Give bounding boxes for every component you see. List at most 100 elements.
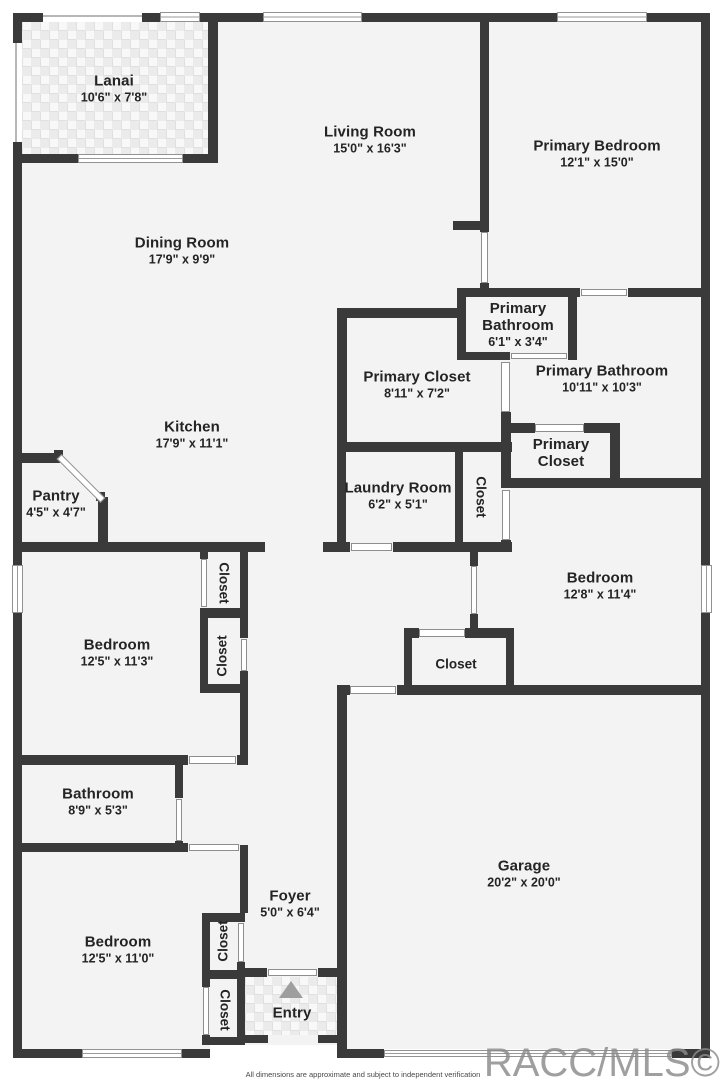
- wall: [480, 13, 489, 232]
- room-label-dining-room: Dining Room 17'9" x 9'9": [134, 234, 230, 267]
- door: [268, 969, 317, 976]
- door: [471, 566, 477, 614]
- wall: [455, 452, 463, 542]
- door: [501, 362, 510, 412]
- wall: [182, 1049, 210, 1058]
- room-label-foyer: Foyer 5'0" x 6'4": [260, 887, 320, 920]
- closet-label-bedroom-left-bottom: Closet: [214, 635, 230, 677]
- wall: [200, 552, 208, 559]
- wall: [318, 968, 347, 977]
- wall: [13, 13, 22, 43]
- wall: [13, 1049, 82, 1058]
- wall: [13, 613, 22, 1049]
- room-label-kitchen: Kitchen 17'9" x 11'1": [155, 418, 229, 451]
- watermark: RACC/MLS©: [483, 1041, 720, 1085]
- wall: [337, 685, 347, 1058]
- wall: [347, 1049, 384, 1058]
- door: [238, 923, 244, 962]
- wall: [237, 979, 245, 1045]
- wall: [245, 1035, 268, 1043]
- door: [201, 559, 207, 607]
- room-label-primary-bathroom: Primary Bathroom 10'11" x 10'3": [535, 362, 669, 395]
- wall: [337, 308, 466, 318]
- wall: [208, 13, 218, 163]
- closet-label-bedroom-lower: Closet: [217, 989, 233, 1031]
- wall: [470, 614, 478, 638]
- door: [176, 799, 182, 841]
- wall: [457, 288, 580, 297]
- closet-label-foyer: Closet: [215, 920, 231, 962]
- wall: [13, 13, 43, 22]
- wall: [404, 638, 412, 691]
- wall: [404, 628, 419, 638]
- wall: [457, 352, 510, 360]
- wall: [337, 443, 346, 552]
- wall: [200, 608, 247, 618]
- room-label-living-room: Living Room 15'0" x 16'3": [324, 123, 416, 156]
- wall: [240, 671, 248, 761]
- room-label-laundry-room: Laundry Room 6'2" x 5'1": [344, 479, 452, 512]
- wall: [318, 1035, 347, 1043]
- wall: [457, 297, 466, 360]
- door: [189, 844, 239, 851]
- room-label-bedroom-left: Bedroom 12'5" x 11'3": [80, 636, 154, 669]
- door: [241, 639, 247, 671]
- door: [350, 686, 396, 694]
- wall: [202, 1037, 245, 1045]
- wall: [465, 628, 514, 638]
- window: [78, 154, 183, 163]
- door: [581, 289, 627, 296]
- window: [82, 1049, 182, 1058]
- closet-label-bedroom-left-top: Closet: [216, 562, 232, 604]
- door: [535, 424, 584, 432]
- door: [502, 490, 510, 540]
- entry-arrow-icon: [279, 981, 303, 998]
- wall: [202, 970, 245, 979]
- room-label-primary-bedroom: Primary Bedroom 12'1" x 15'0": [533, 137, 661, 170]
- room-label-primary-closet-small: Primary Closet: [532, 436, 590, 470]
- wall: [568, 297, 577, 360]
- wall: [175, 765, 183, 798]
- room-label-bedroom-lower: Bedroom 12'5" x 11'0": [81, 933, 155, 966]
- wall: [628, 288, 710, 297]
- room-label-bedroom-right: Bedroom 12'8" x 11'4": [563, 569, 637, 602]
- door: [351, 543, 392, 551]
- wall: [362, 13, 557, 22]
- window: [12, 565, 23, 613]
- wall: [501, 412, 511, 488]
- entry-recess: [210, 1045, 337, 1058]
- wall: [237, 962, 245, 970]
- wall: [323, 542, 350, 552]
- lanai-screen-wall: [43, 15, 142, 17]
- lanai-tile-floor: [22, 22, 208, 154]
- wall: [393, 542, 512, 552]
- house-floor: [22, 22, 701, 1049]
- wall: [470, 550, 478, 566]
- window: [557, 12, 647, 22]
- wall: [200, 13, 263, 22]
- wall: [610, 423, 620, 488]
- wall: [142, 13, 160, 22]
- room-label-primary-closet: Primary Closet 8'11" x 7'2": [363, 368, 471, 401]
- wall: [13, 154, 78, 163]
- room-label-entry: Entry: [272, 1004, 312, 1022]
- wall: [240, 845, 248, 913]
- wall: [13, 142, 22, 565]
- wall: [98, 497, 108, 542]
- door: [481, 232, 488, 283]
- room-label-garage: Garage 20'2" x 20'0": [487, 857, 561, 890]
- window: [263, 12, 362, 22]
- lanai-screen-wall: [15, 43, 17, 142]
- door: [511, 353, 567, 359]
- wall: [54, 450, 63, 459]
- room-label-bathroom: Bathroom 8'9" x 5'3": [62, 785, 134, 818]
- window: [384, 1050, 672, 1057]
- wall: [202, 979, 210, 987]
- wall: [13, 843, 188, 852]
- wall: [240, 552, 248, 638]
- wall: [245, 968, 267, 977]
- wall: [338, 442, 512, 452]
- wall: [237, 755, 248, 765]
- wall: [183, 154, 218, 163]
